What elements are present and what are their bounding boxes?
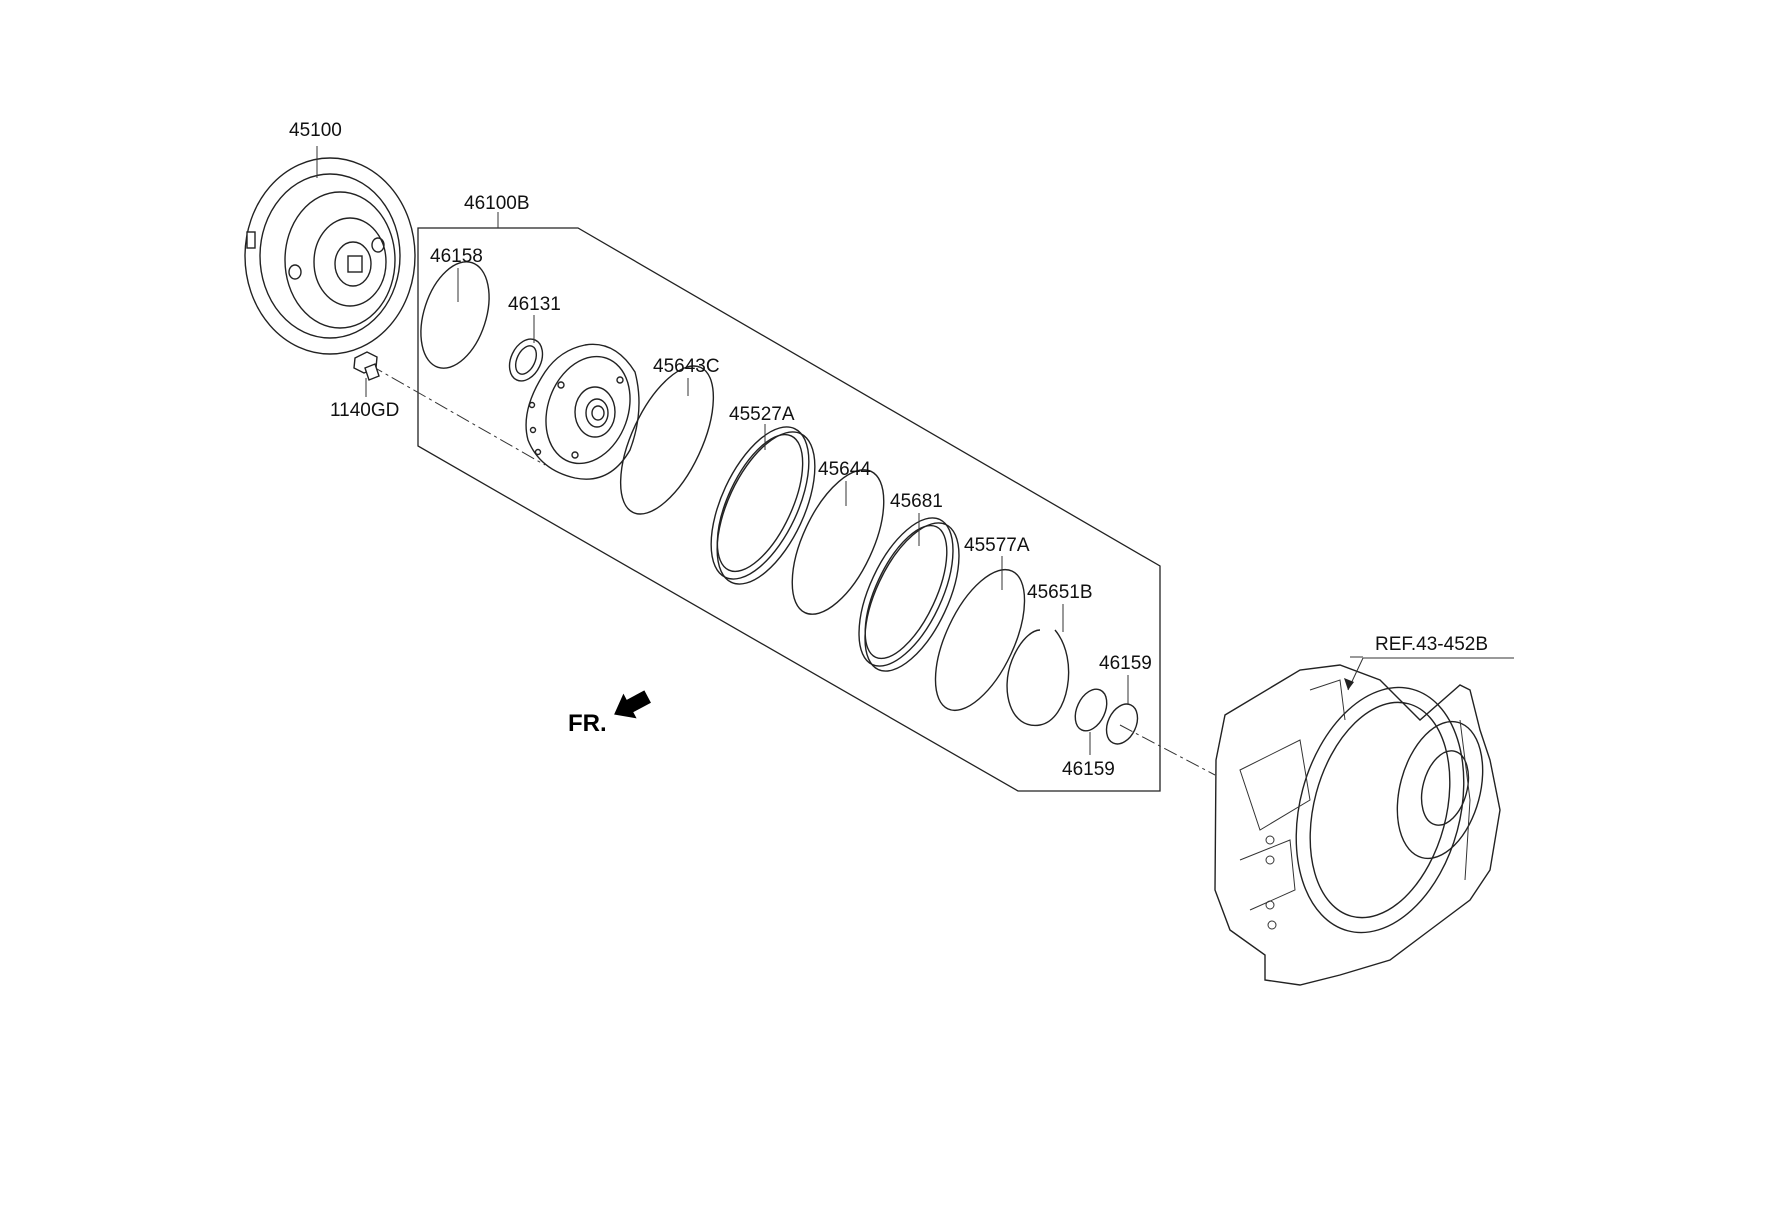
seal-ring-45644[interactable] bbox=[773, 457, 902, 628]
assembly-46100b-boundary bbox=[417, 227, 1161, 792]
label-46159-top: 46159 bbox=[1099, 653, 1152, 674]
label-45651b: 45651B bbox=[1027, 582, 1093, 603]
transmission-case-ref[interactable] bbox=[1214, 664, 1501, 986]
oil-seal-46131[interactable] bbox=[503, 334, 549, 387]
label-fr: FR. bbox=[568, 710, 607, 737]
label-45527a: 45527A bbox=[729, 404, 795, 425]
snap-ring-46159-rear[interactable] bbox=[1100, 699, 1143, 749]
label-45577a: 45577A bbox=[964, 535, 1030, 556]
label-1140gd: 1140GD bbox=[330, 400, 399, 421]
piston-45527a[interactable] bbox=[691, 413, 835, 599]
bolt-1140gd[interactable] bbox=[353, 351, 380, 381]
o-ring-46158[interactable] bbox=[409, 253, 502, 377]
piston-45681[interactable] bbox=[840, 504, 979, 684]
label-46100b: 46100B bbox=[464, 193, 530, 214]
label-45681: 45681 bbox=[890, 491, 943, 512]
leader-lines bbox=[316, 146, 1514, 755]
label-46131: 46131 bbox=[508, 294, 561, 315]
snap-ring-46159-front[interactable] bbox=[1069, 684, 1113, 736]
snap-ring-45651b[interactable] bbox=[1006, 629, 1070, 726]
label-46159-bottom: 46159 bbox=[1062, 759, 1115, 780]
label-ref-43-452b[interactable]: REF.43-452B bbox=[1375, 634, 1488, 655]
seal-ring-45577a[interactable] bbox=[917, 557, 1043, 723]
label-45644: 45644 bbox=[818, 459, 871, 480]
axis-line-bolt bbox=[369, 364, 546, 466]
seal-ring-45643c[interactable] bbox=[601, 353, 732, 528]
oil-pump-body[interactable] bbox=[525, 343, 644, 480]
axis-line-rings bbox=[1119, 724, 1216, 776]
front-arrow-icon bbox=[614, 690, 651, 719]
label-46158: 46158 bbox=[430, 246, 483, 267]
label-45643c: 45643C bbox=[653, 356, 720, 377]
torque-converter-45100[interactable] bbox=[244, 157, 416, 355]
label-45100: 45100 bbox=[289, 120, 342, 141]
